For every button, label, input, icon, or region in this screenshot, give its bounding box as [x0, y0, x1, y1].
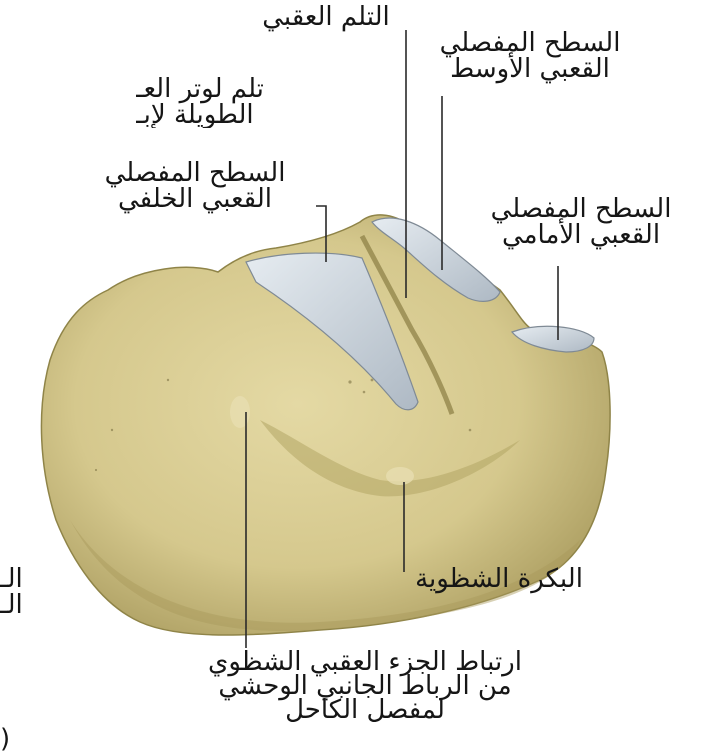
label-posterior-facet-line1: السطح المفصلي — [70, 160, 320, 186]
label-peroneal-trochlea: البكرة الشظوية — [384, 566, 614, 592]
label-calcaneal-sulcus: التلم العقبي — [236, 4, 416, 30]
label-middle-facet-line2: القعبي الأوسط — [410, 56, 650, 82]
label-peroneal-trochlea-text: البكرة الشظوية — [384, 566, 614, 592]
label-bottom-edge-text: ( — [0, 726, 20, 752]
label-left-edge-line2: الـ — [0, 592, 34, 618]
label-ligament-attachment: ارتباط الجزء العقبي الشظوي من الرباط الج… — [200, 650, 530, 722]
label-anterior-facet-line1: السطح المفصلي — [450, 196, 712, 222]
label-posterior-facet-line2: القعبي الخلفي — [70, 186, 320, 212]
label-flexor-groove-line1: تلم لوتر العـ — [136, 76, 306, 102]
label-calcaneal-sulcus-text: التلم العقبي — [236, 4, 416, 30]
label-anterior-facet-line2: القعبي الأمامي — [450, 222, 712, 248]
label-flexor-groove-line2: الطويلة لإبـ — [136, 102, 306, 128]
peroneal-trochlea-bump — [386, 467, 414, 485]
label-left-edge-fragment: الـ الـ — [0, 566, 34, 618]
label-middle-facet: السطح المفصلي القعبي الأوسط — [410, 30, 650, 82]
label-ligament-line3: لمفصل الكاحل — [200, 698, 530, 722]
label-anterior-facet: السطح المفصلي القعبي الأمامي — [450, 196, 712, 248]
label-middle-facet-line1: السطح المفصلي — [410, 30, 650, 56]
label-left-edge-line1: الـ — [0, 566, 34, 592]
label-posterior-facet: السطح المفصلي القعبي الخلفي — [70, 160, 320, 212]
label-flexor-groove: تلم لوتر العـ الطويلة لإبـ — [136, 76, 306, 128]
label-bottom-edge-fragment: ( — [0, 726, 20, 752]
ligament-attachment-bump — [230, 396, 250, 428]
